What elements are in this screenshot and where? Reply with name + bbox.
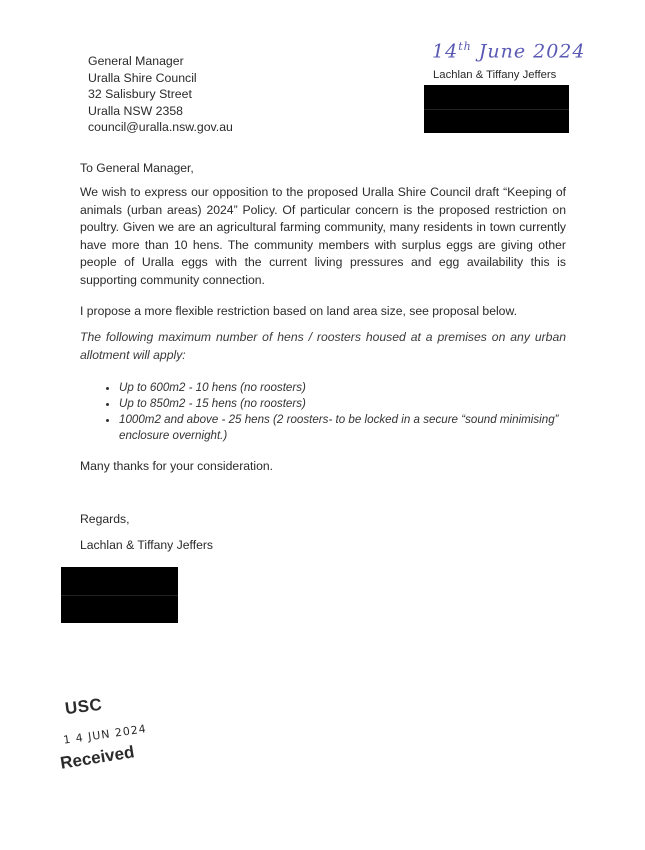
signoff-name: Lachlan & Tiffany Jeffers [80,538,214,552]
proposal-list: Up to 600m2 - 10 hens (no roosters) Up t… [80,380,609,444]
date-suffix: th [458,40,472,53]
redacted-signature-block [61,567,178,623]
stamp-date: 1 4 JUN 2024 [62,722,148,747]
stamp-received: Received [58,742,136,773]
salutation: To General Manager, [80,161,194,175]
sender-name: Lachlan & Tiffany Jeffers [433,69,557,81]
paragraph-opposition: We wish to express our opposition to the… [80,185,566,287]
list-item: Up to 850m2 - 15 hens (no roosters) [119,396,609,412]
date-month-year: June 2024 [478,40,586,63]
redacted-address-block [424,85,569,133]
proposal-intro: The following maximum number of hens / r… [80,330,566,362]
recipient-email: council@uralla.nsw.gov.au [88,120,233,134]
thanks-line: Many thanks for your consideration. [80,459,274,473]
recipient-line: Uralla Shire Council [88,70,197,85]
paragraph-proposal: I propose a more flexible restriction ba… [80,304,517,318]
recipient-line: Uralla NSW 2358 [88,103,183,118]
list-item: Up to 600m2 - 10 hens (no roosters) [119,380,609,396]
recipient-address: General Manager Uralla Shire Council 32 … [88,53,233,136]
list-item: 1000m2 and above - 25 hens (2 roosters- … [119,412,609,444]
recipient-line: General Manager [88,54,184,68]
date-day: 14 [432,40,459,63]
handwritten-date: 14th June 2024 [432,40,585,62]
regards-line: Regards, [80,512,130,526]
stamp-org: USC [63,694,104,719]
recipient-line: 32 Salisbury Street [88,87,192,101]
